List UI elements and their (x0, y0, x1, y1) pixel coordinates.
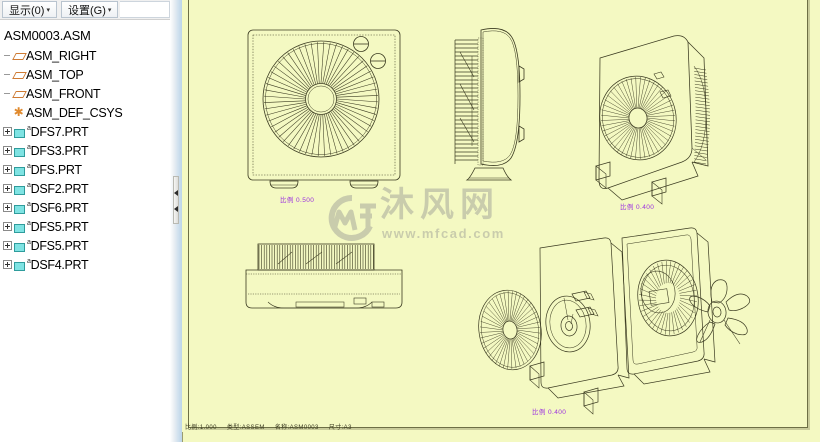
part-superscript: a (27, 163, 31, 170)
tree-item-label: DSF4.PRT (30, 257, 89, 272)
tree-item-label: ASM_FRONT (26, 86, 101, 101)
tree-item-label: DFS5.PRT (30, 219, 89, 234)
top-view[interactable] (244, 240, 404, 322)
iso-view-scale-label: 比例 0.400 (620, 204, 655, 211)
tree-item-label: DFS7.PRT (30, 124, 89, 139)
part-superscript: a (27, 239, 31, 246)
title-block-type: 类型:ASSEM (226, 425, 265, 431)
display-menu-button[interactable]: 显示(0) ▾ (2, 1, 57, 18)
expand-toggle[interactable] (3, 146, 12, 155)
datum-plane-icon (12, 49, 25, 62)
part-icon (13, 125, 26, 138)
expand-toggle[interactable] (3, 203, 12, 212)
part-superscript: a (27, 125, 31, 132)
tree-item-label: DFS3.PRT (30, 143, 89, 158)
part-superscript: a (27, 144, 31, 151)
tree-item-asm-def-csys[interactable]: ✱ ASM_DEF_CSYS (0, 103, 170, 122)
tree-item-dfs[interactable]: a DFS.PRT (0, 160, 170, 179)
tree-connector (3, 103, 12, 122)
display-menu-label: 显示(0) (9, 4, 45, 17)
settings-menu-label: 设置(G) (67, 4, 106, 17)
part-icon (13, 144, 26, 157)
tree-item-dfs7[interactable]: a DFS7.PRT (0, 122, 170, 141)
tree-item-label: DSF2.PRT (30, 181, 89, 196)
left-side-view[interactable] (447, 22, 527, 187)
part-superscript: a (27, 182, 31, 189)
tree-item-label: ASM_TOP (26, 67, 84, 82)
drawing-canvas[interactable]: 比例 0.500 (182, 0, 820, 442)
part-superscript: a (27, 220, 31, 227)
part-superscript: a (27, 201, 31, 208)
menu-bar: 显示(0) ▾ 设置(G) ▾ (0, 0, 170, 20)
tree-item-asm-top[interactable]: ASM_TOP (0, 65, 170, 84)
part-icon (13, 201, 26, 214)
expand-toggle[interactable] (3, 260, 12, 269)
part-superscript: a (27, 258, 31, 265)
drawing-sheet: 比例 0.500 (182, 0, 814, 432)
tree-item-label: DSF6.PRT (30, 200, 89, 215)
tree-item-dsf4[interactable]: a DSF4.PRT (0, 255, 170, 274)
menu-bar-filler (120, 1, 170, 18)
part-icon (13, 258, 26, 271)
tree-item-dfs3[interactable]: a DFS3.PRT (0, 141, 170, 160)
tree-item-dfs5-b[interactable]: a DFS5.PRT (0, 236, 170, 255)
tree-item-asm-right[interactable]: ASM_RIGHT (0, 46, 170, 65)
tree-item-asm-front[interactable]: ASM_FRONT (0, 84, 170, 103)
tree-connector (3, 84, 12, 103)
model-tree[interactable]: ASM0003.ASM ASM_RIGHT ASM_TOP ASM_FRONT … (0, 20, 170, 442)
sheet-border (188, 0, 808, 428)
datum-plane-icon (12, 68, 25, 81)
tree-connector (3, 46, 12, 65)
tree-item-label: ASM_RIGHT (26, 48, 97, 63)
part-icon (13, 182, 26, 195)
expand-toggle[interactable] (3, 184, 12, 193)
expand-toggle[interactable] (3, 222, 12, 231)
datum-plane-icon (12, 87, 25, 100)
coord-system-icon: ✱ (13, 105, 24, 119)
exploded-view[interactable]: 比例 0.400 (472, 227, 757, 417)
panel-splitter[interactable] (170, 0, 182, 442)
part-icon (13, 220, 26, 233)
title-block-name: 名称:ASM0003 (274, 425, 319, 431)
part-icon (13, 163, 26, 176)
settings-menu-button[interactable]: 设置(G) ▾ (60, 1, 119, 18)
title-block: 比例:1.000 类型:ASSEM 名称:ASM0003 尺寸:A3 (185, 422, 352, 431)
tree-item-label: DFS5.PRT (30, 238, 89, 253)
collapse-left-arrow-icon[interactable] (174, 190, 178, 196)
expand-toggle[interactable] (3, 127, 12, 136)
tree-item-dfs5-a[interactable]: a DFS5.PRT (0, 217, 170, 236)
tree-item-label: DFS.PRT (30, 162, 82, 177)
tree-connector (3, 65, 12, 84)
expand-toggle[interactable] (3, 165, 12, 174)
chevron-down-icon: ▾ (107, 7, 112, 14)
tree-root-label[interactable]: ASM0003.ASM (4, 28, 91, 43)
tree-item-dsf6[interactable]: a DSF6.PRT (0, 198, 170, 217)
front-view[interactable]: 比例 0.500 (242, 26, 412, 204)
iso-view[interactable]: 比例 0.400 (582, 28, 732, 213)
tree-item-dsf2[interactable]: a DSF2.PRT (0, 179, 170, 198)
part-icon (13, 239, 26, 252)
tree-item-label: ASM_DEF_CSYS (26, 105, 123, 120)
model-tree-panel: 显示(0) ▾ 设置(G) ▾ ASM0003.ASM ASM_RIGHT AS… (0, 0, 171, 442)
title-block-size: 尺寸:A3 (328, 425, 352, 431)
title-block-scale: 比例:1.000 (185, 425, 217, 431)
splitter-grip[interactable] (173, 176, 179, 224)
chevron-down-icon: ▾ (46, 7, 50, 14)
collapse-left-arrow-icon[interactable] (174, 206, 178, 212)
front-view-scale-label: 比例 0.500 (280, 197, 315, 204)
exploded-view-scale-label: 比例 0.400 (532, 409, 567, 416)
expand-toggle[interactable] (3, 241, 12, 250)
